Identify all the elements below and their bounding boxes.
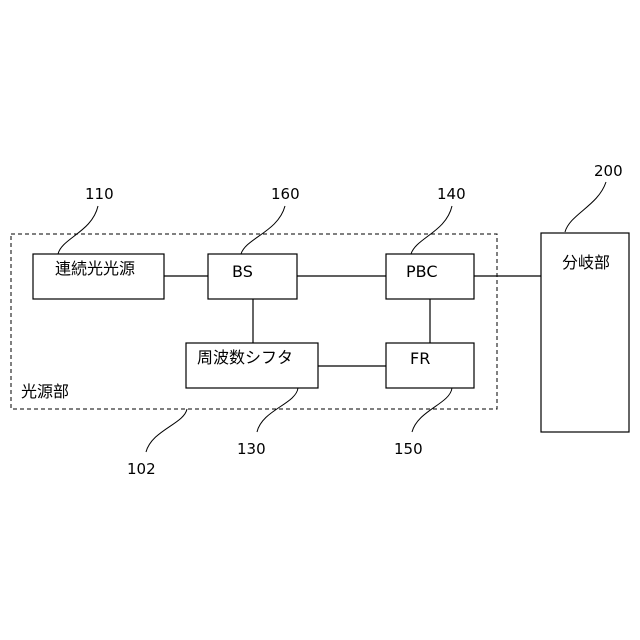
ref-130: 130	[237, 440, 266, 458]
leader-200	[565, 182, 606, 232]
ref-102: 102	[127, 460, 156, 478]
ref-200: 200	[594, 162, 623, 180]
leader-140	[411, 206, 452, 254]
ref-110: 110	[85, 185, 114, 203]
continuous-light-source-label: 連続光光源	[55, 259, 135, 278]
light-source-unit-label: 光源部	[21, 382, 69, 401]
leader-160	[241, 206, 285, 254]
ref-150: 150	[394, 440, 423, 458]
frequency-shifter-label: 周波数シフタ	[197, 348, 293, 367]
bs-label: BS	[232, 262, 253, 281]
branch-unit-label: 分岐部	[562, 253, 610, 272]
leader-150	[412, 388, 452, 432]
ref-140: 140	[437, 185, 466, 203]
leader-130	[257, 388, 298, 432]
ref-160: 160	[271, 185, 300, 203]
leader-110	[58, 206, 98, 254]
pbc-label: PBC	[406, 262, 438, 281]
fr-label: FR	[410, 349, 430, 368]
leader-102	[146, 409, 187, 452]
